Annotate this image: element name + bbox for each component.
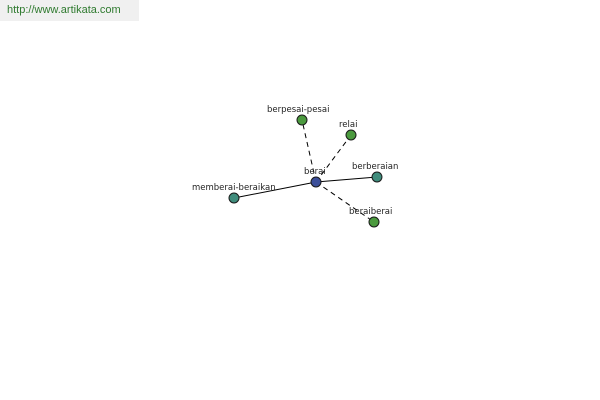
node-relai[interactable] (345, 129, 357, 141)
node-label-beraiberai[interactable]: beraiberai (349, 207, 392, 217)
node-beraiberai[interactable] (368, 216, 380, 228)
source-url-link[interactable]: http://www.artikata.com (0, 0, 139, 21)
edge-berai-beraiberai (315, 181, 375, 223)
node-label-berpesai-pesai[interactable]: berpesai-pesai (267, 105, 329, 115)
node-label-memberai-beraikan[interactable]: memberai-beraikan (192, 183, 276, 193)
edge-berai-berpesai-pesai (301, 119, 317, 183)
node-berpesai-pesai[interactable] (296, 114, 308, 126)
node-berai[interactable] (310, 176, 322, 188)
graph-nodes (228, 114, 383, 228)
edge-berai-memberai-beraikan (233, 181, 317, 199)
node-label-relai[interactable]: relai (339, 120, 357, 130)
edge-berai-berberaian (315, 176, 378, 183)
node-memberai-beraikan[interactable] (228, 192, 240, 204)
node-label-berberaian[interactable]: berberaian (352, 162, 398, 172)
edge-berai-relai (315, 134, 352, 183)
node-label-berai[interactable]: berai (304, 167, 326, 177)
node-berberaian[interactable] (371, 171, 383, 183)
graph-edges (233, 119, 378, 223)
graph-labels: berai berpesai-pesai relai berberaian member… (192, 105, 398, 217)
